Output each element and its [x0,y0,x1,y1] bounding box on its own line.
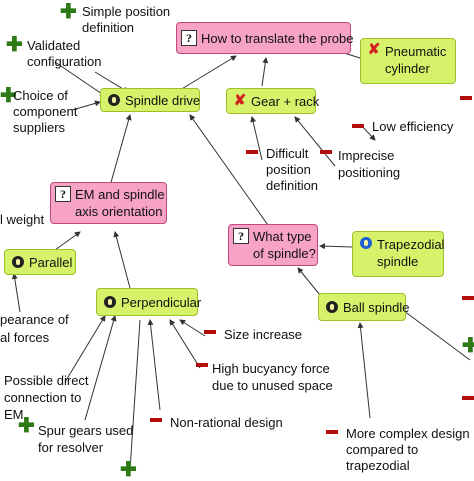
lightbulb-icon [359,236,373,250]
minus-icon [246,150,258,154]
minus-icon [150,418,162,422]
node-label: Parallel [29,254,73,270]
node-label: Pneumatic cylinder [385,44,447,76]
minus-icon [352,124,364,128]
argument-spur-gears: Spur gears used for resolver [38,423,134,455]
question-node-em-spindle[interactable]: ? EM and spindle axis orientation [50,182,167,224]
lightbulb-icon [103,295,117,309]
argument-low-efficiency: Low efficiency [372,119,454,134]
plus-icon: ✚ [18,415,35,437]
minus-icon [204,330,216,334]
argument-non-rational: Non-rational design [170,415,283,430]
argument-size-increase: Size increase [224,327,303,342]
node-label: What type of spindle? [253,229,316,261]
option-node-ball-spindle[interactable]: Ball spindle [318,293,410,321]
option-node-trapezoidal[interactable]: Trapezodial spindle [352,231,444,277]
minus-icon [320,150,332,154]
node-label: Ball spindle [343,299,410,315]
node-label: Spindle drive [125,92,201,108]
plus-icon: ✚ [6,34,23,56]
argument-more-complex: More complex design compared to trapezod… [346,426,470,473]
plus-icon: ✚ [60,1,77,23]
option-node-spindle-drive[interactable]: Spindle drive [100,88,200,112]
node-label: Perpendicular [121,294,202,310]
argument-possible-direct: Possible direct connection to EM [4,373,89,422]
red-x-icon: ✘ [233,92,247,109]
plus-icon: ✚ [0,85,17,107]
plus-icon: ✚ [462,335,474,357]
minus-icon [196,363,208,367]
question-node-what-type[interactable]: ? What type of spindle? [228,224,318,266]
option-node-perpendicular[interactable]: Perpendicular [96,288,202,316]
question-box-icon: ? [181,30,197,46]
argument-choice-suppliers: Choice of component suppliers [13,88,78,135]
question-node-how-translate[interactable]: ? How to translate the probe [176,22,354,54]
argument-imprecise-positioning: Imprecise positioning [338,148,401,180]
argument-high-buoyancy: High bucyancy force due to unused space [212,361,333,393]
lightbulb-icon [11,255,25,269]
minus-icon [462,396,474,400]
node-label: Trapezodial spindle [377,237,445,269]
plus-icon: ✚ [120,459,137,481]
question-box-icon: ? [55,186,71,202]
lightbulb-icon [107,93,121,107]
red-x-icon: ✘ [367,41,381,58]
lightbulb-icon [325,300,339,314]
argument-validated-config: Validated configuration [27,38,102,69]
node-label: EM and spindle axis orientation [75,187,165,219]
node-label: How to translate the probe [201,30,354,46]
minus-icon [326,430,338,434]
question-box-icon: ? [233,228,249,244]
argument-appearance-partial: pearance of al forces [0,312,69,345]
argument-difficult-position: Difficult position definition [266,146,319,193]
option-node-gear-rack[interactable]: ✘ Gear + rack [226,88,320,114]
argument-simple-position: Simple position definition [82,4,171,35]
node-label: Gear + rack [251,93,320,109]
option-node-parallel[interactable]: Parallel [4,249,76,275]
minus-icon [460,96,472,100]
option-node-pneumatic[interactable]: ✘ Pneumatic cylinder [360,38,456,84]
argument-weight-partial: l weight [0,212,45,227]
minus-icon [462,296,474,300]
